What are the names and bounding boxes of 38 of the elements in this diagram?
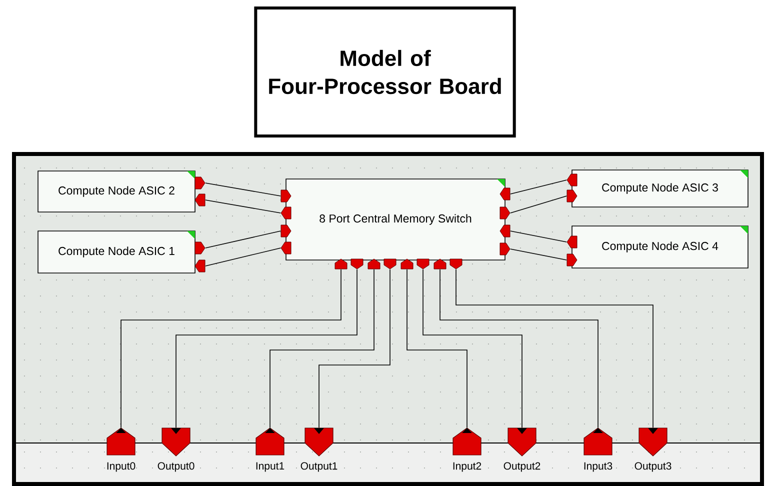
connector-arrow (500, 242, 578, 266)
node-label: Output3 (634, 462, 672, 472)
node-label: Output2 (504, 462, 540, 472)
connector-arrow (314, 258, 396, 434)
connector-arrow (500, 224, 578, 248)
connector-arrow (500, 174, 578, 200)
node-label: Input1 (256, 462, 284, 472)
connector-arrow (500, 190, 578, 220)
processor-box: Compute Node ASIC 1 (38, 230, 196, 274)
output-port: Output0 (158, 428, 194, 472)
connector-arrow (194, 194, 292, 220)
connector-arrow (270, 258, 380, 428)
output-port: Output3 (634, 428, 672, 472)
connector-arrow (400, 258, 468, 428)
title-box: Model of Four-Processor Board (254, 6, 516, 138)
input-port: Input3 (584, 428, 612, 472)
input-port: Input2 (452, 428, 482, 472)
processor-box: Compute Node ASIC 2 (38, 170, 196, 212)
switch-box: 8 Port Central Memory Switch (286, 178, 506, 260)
connector-arrow (416, 258, 527, 434)
output-port: Output2 (504, 428, 540, 472)
connector-arrow (120, 258, 348, 428)
node-label: Output1 (300, 462, 338, 472)
connector-arrow (194, 176, 292, 202)
node-label: Output0 (158, 462, 194, 472)
node-label: Input3 (584, 462, 612, 472)
connector-arrow (171, 258, 364, 434)
connector-arrow (450, 258, 658, 434)
connector-arrow (434, 258, 598, 428)
node-label: Input0 (107, 462, 136, 472)
connector-arrow (194, 224, 292, 254)
processor-box: Compute Node ASIC 4 (572, 226, 748, 268)
connector-arrow (194, 242, 292, 272)
node-label: Input2 (453, 462, 482, 472)
output-port: Output1 (300, 428, 338, 472)
processor-box: Compute Node ASIC 3 (572, 170, 748, 208)
input-port: Input0 (106, 428, 136, 472)
input-port: Input1 (256, 428, 284, 472)
